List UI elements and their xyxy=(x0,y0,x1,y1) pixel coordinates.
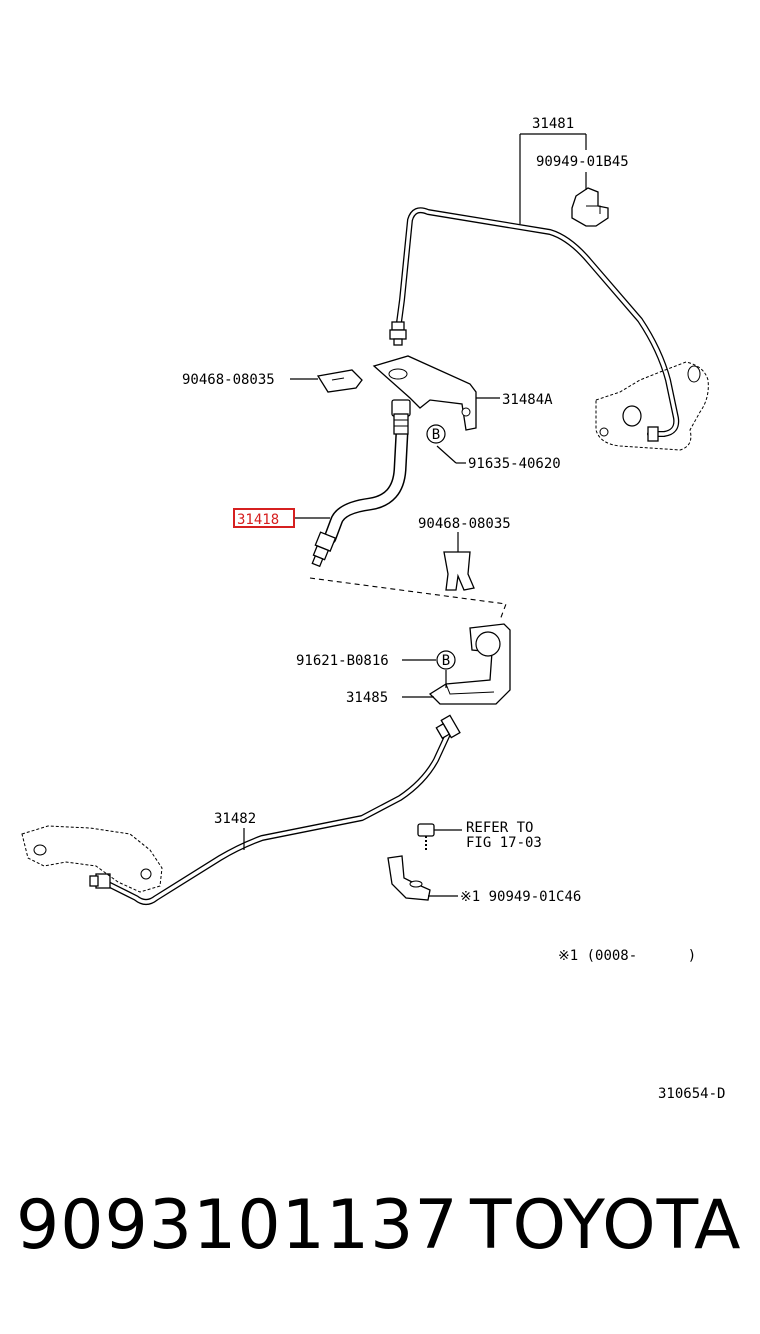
marker-b-lower: B xyxy=(436,650,456,670)
clamp-upper xyxy=(571,187,609,227)
figure-code: 310654-D xyxy=(658,1086,725,1102)
part-number: 9093101137 xyxy=(16,1186,459,1265)
clip-left xyxy=(316,369,363,393)
label-31481[interactable]: 31481 xyxy=(532,116,574,132)
brand-name: TOYOTA xyxy=(470,1186,742,1265)
hose-31418 xyxy=(311,399,411,568)
tube-31481 xyxy=(389,207,680,442)
marker-b-upper: B xyxy=(426,424,446,444)
label-90468-08035-left[interactable]: 90468-08035 xyxy=(182,372,275,388)
master-cylinder-outline xyxy=(595,361,709,451)
svg-text:B: B xyxy=(442,653,450,669)
label-31418[interactable]: 31418 xyxy=(237,512,279,528)
bracket-upper xyxy=(372,355,477,431)
footer: 9093101137 TOYOTA xyxy=(0,1180,760,1290)
label-91621-B0816[interactable]: 91621-B0816 xyxy=(296,653,389,669)
label-90949-01C46[interactable]: ※1 90949-01C46 xyxy=(460,889,581,905)
clip-right xyxy=(443,551,475,591)
label-90949-01B45[interactable]: 90949-01B45 xyxy=(536,154,629,170)
tube-31482 xyxy=(89,714,461,905)
clamp-lower xyxy=(387,855,431,901)
dashed-link xyxy=(309,577,507,621)
label-refer-to: REFER TO xyxy=(466,820,533,836)
footnote: ※1 (0008- ) xyxy=(558,948,696,964)
svg-text:B: B xyxy=(432,427,440,443)
label-31482[interactable]: 31482 xyxy=(214,811,256,827)
leader-lines xyxy=(243,133,587,897)
bolt-refer xyxy=(417,823,435,850)
label-91635-40620[interactable]: 91635-40620 xyxy=(468,456,561,472)
label-90468-08035-right[interactable]: 90468-08035 xyxy=(418,516,511,532)
label-31484A[interactable]: 31484A xyxy=(502,392,553,408)
lower-unit-outline xyxy=(21,825,163,893)
label-31485[interactable]: 31485 xyxy=(346,690,388,706)
label-fig-ref[interactable]: FIG 17-03 xyxy=(466,835,542,851)
highlight-box xyxy=(233,508,295,528)
bracket-lower xyxy=(428,623,511,705)
